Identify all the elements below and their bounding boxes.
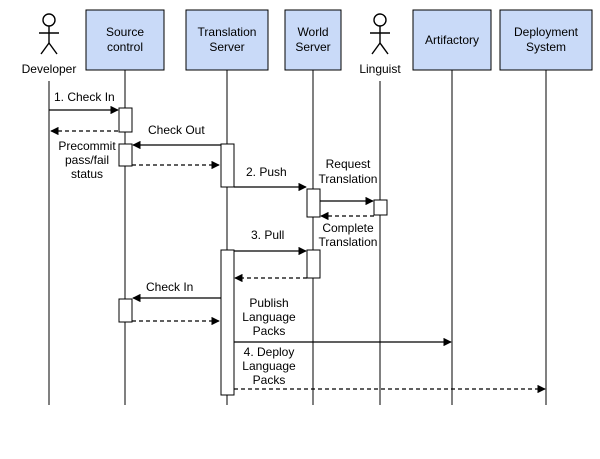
participant-label: Source — [106, 25, 144, 39]
stick-figure-icon — [39, 13, 59, 55]
actor-label-developer: Developer — [22, 62, 77, 76]
message-label-push: 2. Push — [246, 165, 287, 179]
participant-label: Deployment — [514, 25, 579, 39]
stick-figure-icon — [370, 13, 390, 55]
activation-source-control — [118, 143, 133, 167]
message-label-publish: Packs — [253, 324, 286, 338]
participant-translation-server: Translation Server — [185, 9, 269, 71]
participant-label: Server — [295, 40, 330, 54]
note-precommit: Precommit — [58, 139, 116, 153]
actor-linguist: Linguist — [359, 13, 401, 76]
message-label-check-out: Check Out — [148, 123, 205, 137]
participant-source-control: Source control — [85, 9, 165, 71]
activation-translation-server — [220, 249, 235, 396]
activation-world-server — [306, 249, 321, 279]
participant-label: Artifactory — [425, 33, 479, 47]
message-label-deploy: Language — [242, 359, 296, 373]
actor-developer: Developer — [22, 13, 77, 76]
activation-translation-server — [220, 143, 235, 188]
message-label-request-translation: Translation — [319, 172, 378, 186]
participant-label: Server — [209, 40, 244, 54]
message-label-deploy: Packs — [253, 373, 286, 387]
participant-label: World — [297, 25, 328, 39]
participant-world-server: World Server — [284, 9, 342, 71]
participant-label: control — [107, 40, 143, 54]
activation-linguist — [373, 199, 388, 216]
activation-source-control — [118, 298, 133, 323]
message-label-pull: 3. Pull — [251, 228, 284, 242]
actor-label-linguist: Linguist — [359, 62, 401, 76]
message-label-check-in-1: 1. Check In — [54, 90, 115, 104]
message-label-publish: Language — [242, 310, 296, 324]
activation-source-control — [118, 107, 133, 133]
message-label-check-in-2: Check In — [146, 280, 193, 294]
participant-deployment-system: Deployment System — [499, 9, 593, 71]
message-label-deploy: 4. Deploy — [244, 345, 295, 359]
message-label-publish: Publish — [249, 296, 288, 310]
activation-world-server — [306, 188, 321, 218]
message-label-request-translation: Request — [326, 157, 371, 171]
message-label-complete-translation: Translation — [319, 235, 378, 249]
message-label-complete-translation: Complete — [322, 221, 374, 235]
participant-label: Translation — [198, 25, 257, 39]
participant-artifactory: Artifactory — [412, 9, 492, 71]
note-precommit: pass/fail — [65, 153, 109, 167]
note-precommit: status — [71, 167, 103, 181]
participant-label: System — [526, 40, 566, 54]
